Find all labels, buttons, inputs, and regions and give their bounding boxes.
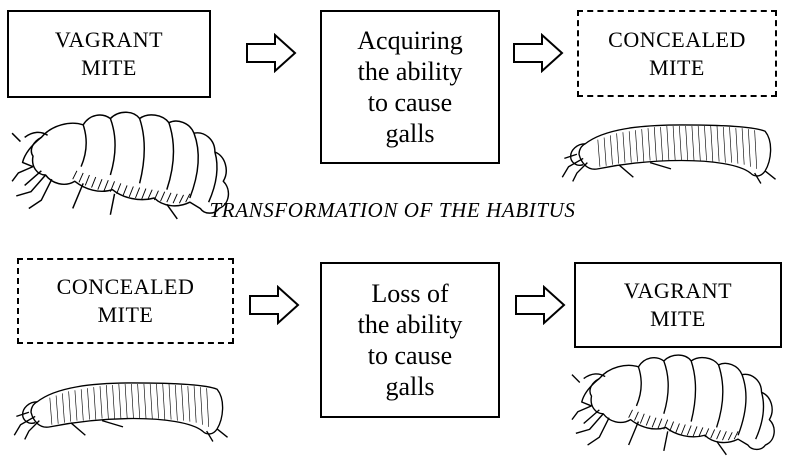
hollow-right-arrow-icon xyxy=(245,33,297,73)
transformation-caption: TRANSFORMATION OF THE HABITUS xyxy=(0,198,785,223)
loss-ability-box: Loss of the ability to cause galls xyxy=(320,262,500,418)
top-concealed-mite-box: CONCEALED MITE xyxy=(577,10,777,97)
hollow-right-arrow-icon xyxy=(248,285,300,325)
acquiring-ability-label: Acquiring the ability to cause galls xyxy=(357,25,462,149)
bottom-concealed-mite-label: CONCEALED MITE xyxy=(57,273,195,329)
bottom-vagrant-mite-box: VAGRANT MITE xyxy=(574,262,782,348)
concealed-mite-illustration xyxy=(8,370,238,444)
concealed-mite-illustration xyxy=(556,112,785,186)
bottom-vagrant-mite-label: VAGRANT MITE xyxy=(624,277,732,333)
hollow-right-arrow-icon xyxy=(512,33,564,73)
top-vagrant-mite-label: VAGRANT MITE xyxy=(55,26,163,82)
acquiring-ability-box: Acquiring the ability to cause galls xyxy=(320,10,500,164)
vagrant-mite-illustration xyxy=(570,348,785,458)
bottom-concealed-mite-box: CONCEALED MITE xyxy=(17,258,234,344)
top-vagrant-mite-box: VAGRANT MITE xyxy=(7,10,211,98)
hollow-right-arrow-icon xyxy=(514,285,566,325)
loss-ability-label: Loss of the ability to cause galls xyxy=(358,278,463,402)
top-concealed-mite-label: CONCEALED MITE xyxy=(608,26,746,82)
